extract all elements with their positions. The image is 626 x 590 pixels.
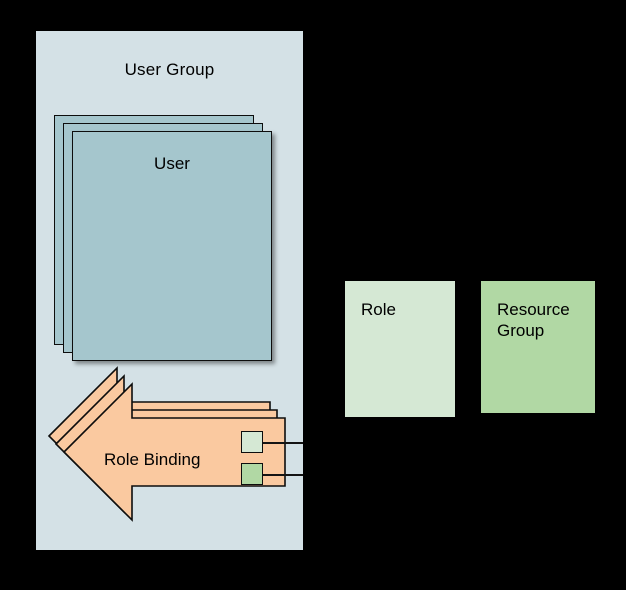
resource-group-port-swatch xyxy=(241,463,263,485)
resource-group-box: Resource Group xyxy=(481,281,595,413)
role-label: Role xyxy=(361,300,396,319)
resource-group-label-line2: Group xyxy=(497,321,545,340)
user-card: User xyxy=(72,131,272,361)
connector-role-binding-to-role xyxy=(263,442,303,444)
role-box: Role xyxy=(345,281,455,417)
user-group-label: User Group xyxy=(124,60,215,79)
role-binding-label: Role Binding xyxy=(104,450,201,469)
connector-role-binding-to-resource-group xyxy=(263,474,303,476)
role-port-swatch xyxy=(241,431,263,453)
user-card-label: User xyxy=(154,154,190,173)
resource-group-label-line1: Resource xyxy=(497,300,570,319)
role-binding-shape xyxy=(62,382,286,522)
